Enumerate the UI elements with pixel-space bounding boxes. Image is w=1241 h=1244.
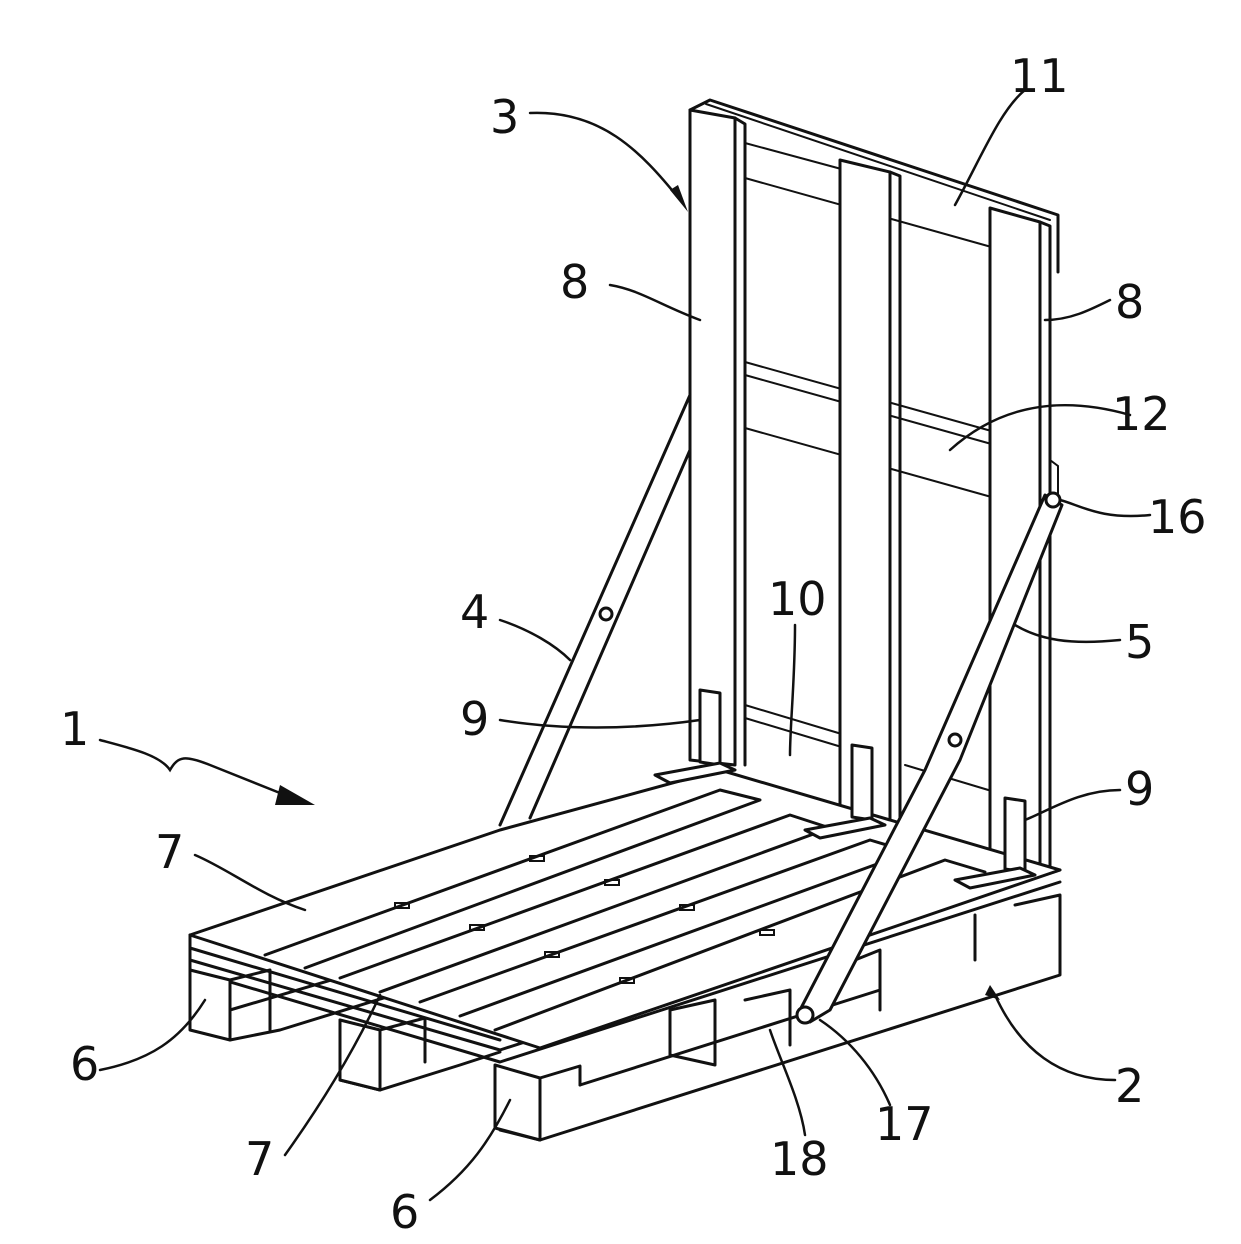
label-deck-board-front: 7 (245, 1132, 274, 1186)
front-corner-block-side (540, 1066, 580, 1085)
left-strut (500, 395, 690, 825)
label-stringer: 18 (770, 1132, 829, 1186)
label-lower-pivot: 17 (875, 1097, 934, 1151)
label-left-strut: 4 (460, 585, 489, 639)
leader-upright-left (610, 285, 700, 320)
label-block-rear: 6 (70, 1037, 99, 1091)
left-strut-inner-edge (530, 450, 690, 818)
arrowhead-back-frame (670, 185, 688, 212)
centre-upright (840, 160, 890, 820)
leader-pallet (995, 995, 1115, 1080)
left-strut-bolt (600, 608, 612, 620)
label-bracket-right: 9 (1125, 762, 1154, 816)
lower-pivot-pin (797, 1007, 813, 1023)
top-rail-upper-edge (745, 143, 845, 170)
label-middle-rail: 12 (1112, 387, 1171, 441)
leader-upright-right (1045, 300, 1110, 320)
front-mid-block (670, 1000, 715, 1065)
back-frame (690, 100, 1058, 872)
stringer-block (745, 990, 790, 1045)
arrowhead-assembly (275, 785, 315, 805)
upper-pivot-pin (1046, 493, 1060, 507)
front-corner-block (495, 1065, 540, 1140)
bottom-rail-upper-edge (745, 705, 845, 735)
leader-left-strut (500, 620, 570, 660)
label-bottom-rail: 10 (768, 572, 827, 626)
label-right-strut: 5 (1125, 615, 1154, 669)
pallet (190, 770, 1060, 1140)
label-bracket-left: 9 (460, 692, 489, 746)
bottom-rail-lower-edge (745, 718, 845, 748)
left-upright (690, 110, 735, 765)
rear-right-block (1015, 895, 1060, 960)
front-right-block (855, 950, 880, 1010)
bracket-left-upright (700, 690, 720, 765)
bracket-right-upright (1005, 798, 1025, 872)
left-strut-outer-edge (500, 395, 690, 825)
leader-upper-pivot (1060, 500, 1150, 516)
leader-top-rail (955, 90, 1025, 205)
label-block-front: 6 (390, 1185, 419, 1239)
rear-corner-block (190, 970, 230, 1040)
right-strut-bolt (949, 734, 961, 746)
leader-back-frame (530, 113, 680, 200)
label-upper-pivot: 16 (1148, 490, 1207, 544)
label-upright-right: 8 (1115, 275, 1144, 329)
label-deck-board-rear: 7 (155, 825, 184, 879)
leader-assembly (100, 740, 285, 795)
leader-bottom-rail (790, 625, 795, 755)
leader-bracket-left (500, 720, 700, 728)
label-pallet: 2 (1115, 1059, 1144, 1113)
mid-block-side (380, 1018, 425, 1062)
leader-stringer (770, 1030, 805, 1135)
mid-block (340, 1020, 380, 1090)
label-back-frame: 3 (490, 90, 519, 144)
bracket-centre-upright (852, 745, 872, 820)
label-top-rail: 11 (1010, 49, 1069, 103)
label-assembly: 1 (60, 702, 89, 756)
label-upright-left: 8 (560, 255, 589, 309)
